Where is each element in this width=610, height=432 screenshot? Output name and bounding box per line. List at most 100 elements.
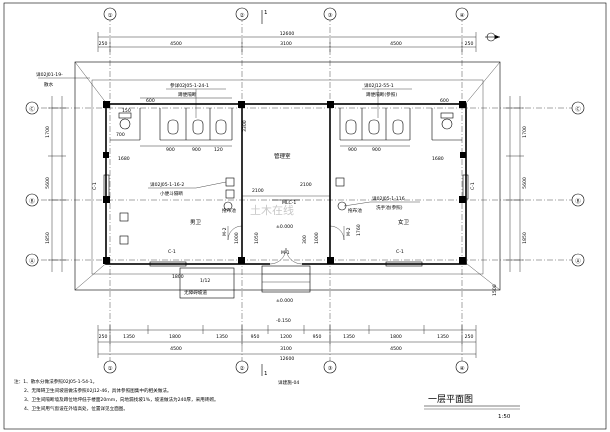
door-mlc-label: MLC-1 — [282, 200, 296, 206]
scale-text: 1:50 — [498, 414, 511, 420]
dim-900-c: 900 — [348, 147, 357, 153]
section-mark-top-label: 1 — [264, 10, 268, 16]
top-dimensions: 12600 4500 3100 4500 250 250 — [97, 31, 477, 52]
dim-left-2: 5600 — [45, 177, 51, 189]
dim-bottom-r2-3: 4500 — [390, 346, 402, 352]
window-c1-right-label: C-1 — [470, 182, 476, 190]
dim-1050: 1050 — [254, 232, 260, 244]
dim-1000-a: 1000 — [314, 232, 320, 244]
dim-900-b: 900 — [192, 147, 201, 153]
room-label-men: 男卫 — [190, 219, 202, 226]
axis-label-3-bottom: ③ — [328, 366, 333, 372]
axis-label-A-right: Ⓐ — [575, 257, 581, 265]
door-m2-right-label: M-2 — [346, 227, 352, 236]
room-label-women: 女卫 — [398, 218, 410, 226]
axis-label-B-left: Ⓑ — [29, 197, 35, 205]
dim-top-bay-3: 4500 — [390, 41, 402, 47]
window-c1-bottom-right-label: C-1 — [396, 249, 404, 255]
dim-top-bay-1: 4500 — [170, 41, 182, 47]
ref-partition-left: 参详02J05-1-24-1 — [170, 82, 209, 89]
dim-600-b: 600 — [440, 98, 449, 104]
dim-bottom-r1-4: 950 — [251, 334, 260, 340]
slope-label: 1/12 — [200, 278, 210, 284]
dim-1000-b: 1000 — [234, 232, 240, 244]
ref-partition-left-2: 蹲便隔断 — [178, 91, 197, 98]
dim-1500-right: 1500 — [492, 284, 498, 296]
axis-label-4-bottom: ④ — [460, 366, 465, 372]
dim-bottom-r1-6: 950 — [313, 334, 322, 340]
left-dimensions: 1700 5600 1850 — [45, 96, 66, 272]
stair-ref-label: 详建施-04 — [278, 379, 299, 386]
dim-700: 700 — [116, 132, 125, 138]
door-m1-label: M-1 — [281, 250, 290, 256]
mop-sink-right-label: 拖布池 — [348, 207, 362, 214]
elev-out-label: -0.150 — [276, 318, 291, 324]
dim-bottom-edge-left: 250 — [99, 334, 108, 340]
ramp-label: 无障碍坡道 — [184, 289, 207, 296]
axis-label-C-left: Ⓒ — [29, 105, 35, 113]
windows: C-1 C-1 C-1 C-1 — [92, 174, 476, 267]
ref-apron: 详02J01-19- — [36, 71, 63, 78]
ref-partition-right: 详02J12-55-1 — [364, 82, 394, 89]
ref-urinal: 详02J05-1-16-2 — [150, 181, 184, 188]
axis-bubbles-bottom: ① ② ③ ④ — [103, 360, 469, 374]
axis-grid — [30, 16, 580, 370]
dim-1800-label: 1800 — [172, 274, 184, 280]
dim-bottom-r1-2: 1800 — [169, 334, 181, 340]
door-m2-left-label: M-2 — [222, 227, 228, 236]
axis-label-4-top: ④ — [460, 13, 465, 19]
drawing-title: 一层平面图 1:50 — [424, 394, 520, 420]
axis-label-1-top: ① — [108, 13, 113, 19]
axis-label-B-right: Ⓑ — [575, 197, 581, 205]
dim-left-3: 1850 — [45, 232, 51, 244]
dim-right-1: 1700 — [522, 126, 528, 138]
dim-bottom-r1-7: 1350 — [343, 334, 355, 340]
elev-door-label: ±0.000 — [276, 298, 293, 304]
mop-sink-left-label: 拖布池 — [222, 207, 236, 214]
dim-bottom-r2-1: 4500 — [170, 346, 182, 352]
watermark: 土木在线 — [250, 203, 294, 217]
dim-bottom-edge-right: 250 — [465, 334, 474, 340]
axis-label-3-top: ③ — [328, 13, 333, 19]
management-room: 管理室 2100 MLC-1 ±0.000 3300 M-1 — [242, 120, 330, 266]
dim-right-3: 1850 — [522, 232, 528, 244]
axis-label-C-right: Ⓒ — [575, 105, 581, 113]
sheet-border — [3, 2, 607, 430]
dim-bottom-r1-1: 1350 — [123, 334, 135, 340]
axis-label-2-top: ② — [240, 12, 245, 19]
ref-handbasin: 详02J05-1-116 — [372, 195, 405, 202]
right-dimensions: 1700 5600 1850 — [506, 96, 528, 272]
note-2: 2、无障碍卫生间坡道做法参照02J12-46，具体参照图集中的相关做法。 — [24, 387, 172, 394]
dim-600-a: 600 — [146, 98, 155, 104]
dim-bottom-r2-2: 3100 — [280, 346, 292, 352]
entry-ramp: ±0.000 无障碍坡道 1/12 1800 -0.150 详建施-04 — [172, 265, 311, 386]
notes-block: 注：1、散水分做法参照02J05-1-54-1。 2、无障碍卫生间坡道做法参照0… — [14, 378, 219, 412]
section-mark-bottom-label: 1 — [264, 371, 268, 377]
title-text: 一层平面图 — [428, 394, 473, 405]
elev-inside-label: ±0.000 — [276, 224, 293, 230]
dim-left-1: 1700 — [45, 126, 51, 138]
dim-300: 300 — [302, 235, 308, 244]
dim-top-bay-2: 3100 — [280, 41, 292, 47]
dim-2100-label: 2100 — [252, 188, 264, 194]
section-mark-top: 1 — [261, 10, 268, 24]
axis-bubbles-top: ① ② ③ ④ — [103, 7, 469, 21]
dim-top-edge-right: 250 — [465, 41, 474, 47]
dim-900-d: 900 — [372, 147, 381, 153]
axis-bubbles-right: Ⓒ Ⓑ Ⓐ — [571, 101, 585, 267]
dim-bottom-r1-9: 1350 — [437, 334, 449, 340]
note-3: 3、卫生间隔断墙及蹲位地坪低于楼面20mm，向地漏找坡1%，坡道做法为240厚，… — [24, 396, 219, 403]
dim-top-overall: 12600 — [280, 31, 295, 37]
ref-partition-right-2: 蹲便隔断(参照) — [366, 91, 397, 98]
dim-bottom-overall: 12600 — [280, 356, 295, 362]
dim-top-edge-left: 250 — [99, 41, 108, 47]
women-toilet: 女卫 拖布池 M-2 — [329, 108, 462, 241]
callouts: 详02J01-19- 散水 参详02J05-1-24-1 蹲便隔断 详02J12… — [36, 71, 420, 211]
dim-3300-label: 3300 — [242, 120, 248, 132]
note-1: 注：1、散水分做法参照02J05-1-54-1。 — [14, 378, 97, 385]
apron-outline — [74, 61, 501, 291]
axis-label-A-left: Ⓐ — [29, 257, 35, 265]
room-label-management: 管理室 — [274, 152, 291, 160]
